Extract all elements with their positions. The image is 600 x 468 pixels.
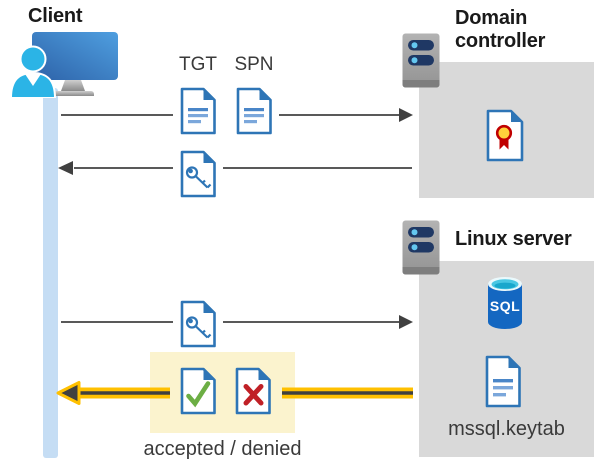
spn-document-icon [236, 87, 272, 135]
client-timeline-bar [43, 88, 58, 458]
key-document-icon-returned [180, 150, 216, 198]
client-label: Client [28, 5, 83, 27]
denied-document-icon [235, 367, 271, 415]
monitor-icon [32, 32, 118, 96]
accepted-denied-label: accepted / denied [143, 438, 302, 460]
domain-controller-label: Domain controller [455, 7, 546, 52]
sql-database-icon [488, 277, 522, 329]
accepted-denied-highlight [150, 352, 295, 433]
certificate-seal [495, 124, 513, 142]
tgt-document-icon [180, 87, 216, 135]
keytab-label: mssql.keytab [448, 418, 565, 440]
arrow-return-service-ticket [58, 161, 412, 175]
tgt-label: TGT [179, 54, 217, 75]
linux-server-label: Linux server [455, 228, 572, 250]
keytab-document-icon [485, 355, 521, 408]
arrow-present-ticket [61, 315, 413, 329]
domain-controller-server-icon [402, 33, 440, 88]
linux-server-icon [402, 220, 440, 275]
person-icon [9, 45, 57, 98]
spn-label: SPN [234, 54, 274, 75]
sql-label: SQL [489, 298, 521, 314]
certificate-document-icon [486, 109, 524, 162]
client-icon [9, 32, 118, 98]
accepted-document-icon [180, 367, 216, 415]
key-document-icon-presented [180, 300, 216, 348]
